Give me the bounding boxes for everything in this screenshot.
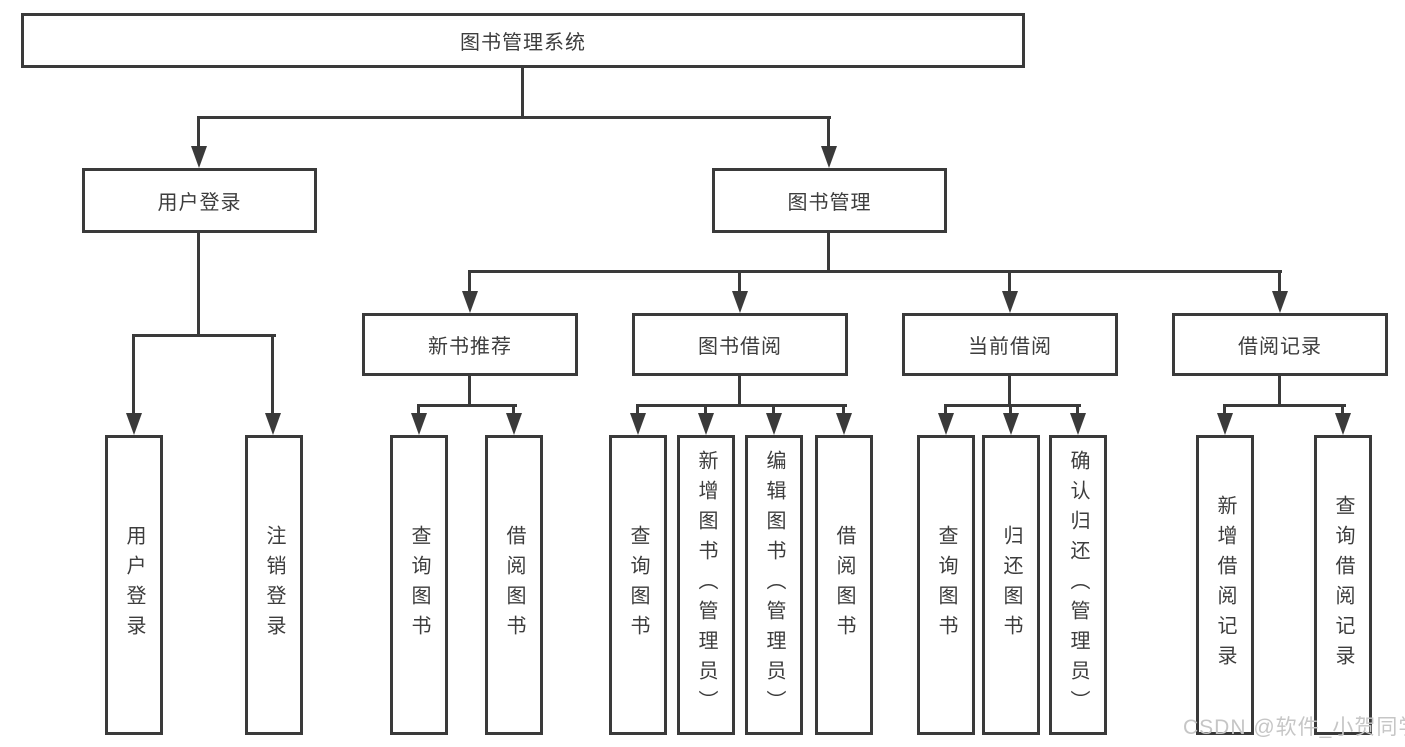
arrow-down-icon <box>732 291 748 313</box>
node-nb-borrow-books-label: 借阅图书 <box>503 525 525 645</box>
node-book-management: 图书管理 <box>712 168 947 233</box>
node-leaf-logout-label: 注销登录 <box>263 525 285 645</box>
arrow-down-icon <box>766 413 782 435</box>
arrow-down-icon <box>411 413 427 435</box>
node-br-add-record: 新增借阅记录 <box>1196 435 1254 735</box>
connector-user-login-stem <box>197 233 200 337</box>
arrow-down-icon <box>1003 413 1019 435</box>
node-user-login-label: 用户登录 <box>157 192 242 214</box>
arrow-down-icon <box>1217 413 1233 435</box>
arrow-down-icon <box>938 413 954 435</box>
arrow-down-icon <box>821 146 837 168</box>
node-cb-confirm-return-admin: 确认归还（管理员） <box>1049 435 1107 735</box>
node-br-add-record-label: 新增借阅记录 <box>1214 495 1236 675</box>
connector-group-drop <box>738 270 741 293</box>
connector-leaf-drop <box>1009 404 1012 415</box>
node-br-query-record: 查询借阅记录 <box>1314 435 1372 735</box>
connector-group-drop <box>1008 270 1011 293</box>
node-new-book-recommend: 新书推荐 <box>362 313 578 376</box>
node-cb-return-books: 归还图书 <box>982 435 1040 735</box>
node-nb-query-books-label: 查询图书 <box>408 525 430 645</box>
connector-leaf-drop <box>512 404 515 415</box>
arrow-down-icon <box>462 291 478 313</box>
node-bb-edit-books-admin: 编辑图书（管理员） <box>745 435 803 735</box>
connector-group-stem <box>1278 376 1281 407</box>
node-bb-add-books-admin: 新增图书（管理员） <box>677 435 735 735</box>
csdn-watermark: CSDN @软件_小贺同学 <box>1183 716 1405 739</box>
connector-leaf-drop <box>271 334 274 415</box>
connector-group-rail <box>636 404 847 407</box>
node-user-login: 用户登录 <box>82 168 317 233</box>
arrow-down-icon <box>1002 291 1018 313</box>
connector-group-rail <box>944 404 1081 407</box>
arrow-down-icon <box>506 413 522 435</box>
connector-leaf-drop <box>1223 404 1226 415</box>
connector-leaf-drop <box>417 404 420 415</box>
node-bb-query-books: 查询图书 <box>609 435 667 735</box>
node-bb-borrow-books: 借阅图书 <box>815 435 873 735</box>
arrow-down-icon <box>1335 413 1351 435</box>
connector-group-stem <box>1008 376 1011 407</box>
node-cb-return-books-label: 归还图书 <box>1000 525 1022 645</box>
node-cb-confirm-return-admin-label: 确认归还（管理员） <box>1067 450 1089 720</box>
node-br-query-record-label: 查询借阅记录 <box>1332 495 1354 675</box>
node-book-management-label: 图书管理 <box>787 192 872 214</box>
node-current-borrowing: 当前借阅 <box>902 313 1118 376</box>
node-leaf-user-login-label: 用户登录 <box>123 525 145 645</box>
connector-leaf-drop <box>944 404 947 415</box>
node-new-book-recommend-label: 新书推荐 <box>428 336 512 358</box>
node-bb-edit-books-admin-label: 编辑图书（管理员） <box>763 450 785 720</box>
connector-leaf-drop <box>132 334 135 415</box>
node-leaf-user-login: 用户登录 <box>105 435 163 735</box>
node-root-label: 图书管理系统 <box>460 32 586 54</box>
connector-leaf-drop <box>1076 404 1079 415</box>
connector-leaf-drop <box>636 404 639 415</box>
connector-group-stem <box>468 376 471 407</box>
node-bb-add-books-admin-label: 新增图书（管理员） <box>695 450 717 720</box>
connector-group-rail <box>417 404 517 407</box>
arrow-down-icon <box>265 413 281 435</box>
connector-leaf-drop <box>1341 404 1344 415</box>
arrow-down-icon <box>126 413 142 435</box>
arrow-down-icon <box>191 146 207 168</box>
node-book-borrowing: 图书借阅 <box>632 313 848 376</box>
node-borrowing-records-label: 借阅记录 <box>1238 336 1322 358</box>
node-current-borrowing-label: 当前借阅 <box>968 336 1052 358</box>
connector-user-login-drop <box>197 116 200 148</box>
node-nb-query-books: 查询图书 <box>390 435 448 735</box>
connector-book-mgmt-drop <box>827 116 830 148</box>
connector-user-login-rail <box>132 334 276 337</box>
node-nb-borrow-books: 借阅图书 <box>485 435 543 735</box>
arrow-down-icon <box>836 413 852 435</box>
arrow-down-icon <box>630 413 646 435</box>
arrow-down-icon <box>1070 413 1086 435</box>
connector-group-rail <box>1223 404 1346 407</box>
node-leaf-logout: 注销登录 <box>245 435 303 735</box>
node-root: 图书管理系统 <box>21 13 1025 68</box>
node-cb-query-books: 查询图书 <box>917 435 975 735</box>
connector-leaf-drop <box>704 404 707 415</box>
arrow-down-icon <box>1272 291 1288 313</box>
connector-book-mgmt-rail <box>468 270 1282 273</box>
connector-book-mgmt-stem <box>827 233 830 273</box>
connector-root-stem <box>521 68 524 117</box>
node-book-borrowing-label: 图书借阅 <box>698 336 782 358</box>
connector-group-drop <box>468 270 471 293</box>
connector-group-drop <box>1278 270 1281 293</box>
connector-leaf-drop <box>772 404 775 415</box>
arrow-down-icon <box>698 413 714 435</box>
connector-group-stem <box>738 376 741 407</box>
node-borrowing-records: 借阅记录 <box>1172 313 1388 376</box>
connector-root-rail <box>197 116 831 119</box>
node-bb-borrow-books-label: 借阅图书 <box>833 525 855 645</box>
connector-leaf-drop <box>842 404 845 415</box>
node-bb-query-books-label: 查询图书 <box>627 525 649 645</box>
node-cb-query-books-label: 查询图书 <box>935 525 957 645</box>
